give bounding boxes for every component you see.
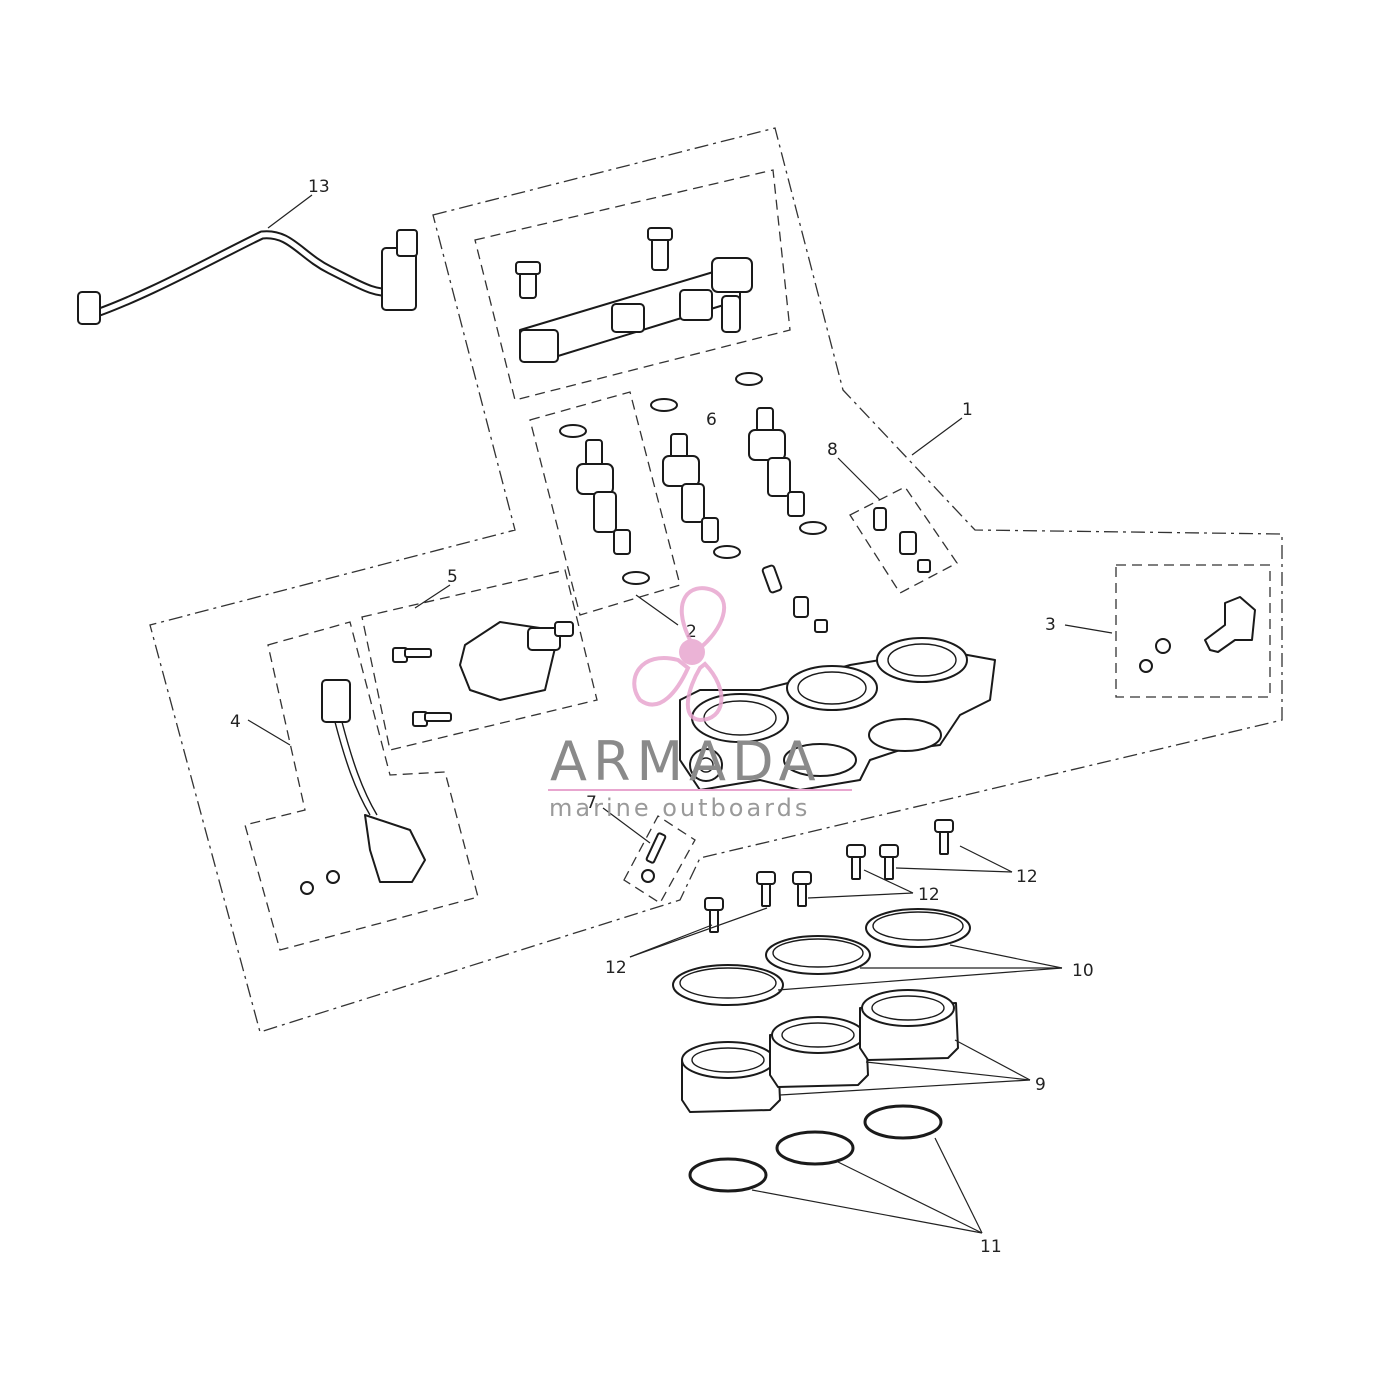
callout-11: 11 [980, 1237, 1002, 1257]
callout-10: 10 [1072, 961, 1094, 981]
callout-labels: 13 1 6 8 5 3 2 4 7 12 12 12 10 9 11 [230, 177, 1094, 1257]
callout-9: 9 [1035, 1075, 1046, 1095]
callout-4: 4 [230, 712, 241, 732]
callout-12-a: 12 [1016, 867, 1038, 887]
callout-5: 5 [447, 567, 458, 587]
fuel-rail-icon [515, 227, 753, 363]
callout-6: 6 [706, 410, 717, 430]
throttle-body-assembly-icon [679, 637, 996, 791]
watermark-subtitle: marine outboards [549, 794, 810, 822]
screws-12 [704, 819, 954, 933]
callout-2: 2 [686, 622, 697, 642]
callout-3: 3 [1045, 615, 1056, 635]
callout-1: 1 [962, 400, 973, 420]
boundary-injectors [529, 391, 681, 616]
boundary-sensor-5 [361, 569, 598, 751]
bracket-kit-3 [1139, 596, 1256, 673]
sensor-5 [392, 621, 574, 727]
callout-12-c: 12 [605, 958, 627, 978]
injector-2 [662, 433, 719, 543]
boundary-kit-8 [849, 486, 958, 594]
callout-13: 13 [308, 177, 330, 197]
callout-7: 7 [586, 793, 597, 813]
fuel-hose-icon [77, 229, 418, 325]
intake-adaptors-9 [681, 989, 959, 1113]
injector-1 [576, 439, 631, 555]
idle-screw-spring [761, 564, 828, 633]
callout-8: 8 [827, 440, 838, 460]
boundary-kit-7 [623, 815, 696, 904]
injector-3 [748, 407, 805, 517]
watermark: ARMADA marine outboards [548, 586, 852, 822]
screw-spring-kit-8 [873, 507, 931, 573]
leader-lines [247, 194, 1113, 1234]
boundary-main [149, 127, 1283, 1033]
fuel-injector-icon [576, 407, 805, 555]
watermark-word: ARMADA [550, 730, 822, 793]
boundary-fuel-rail [474, 169, 791, 401]
intake-seals-11 [688, 1104, 943, 1193]
sensor-4 [300, 679, 426, 895]
propeller-logo-icon [632, 586, 727, 723]
hose-clamps-10 [672, 908, 971, 1006]
o-rings-lower [622, 521, 827, 585]
boundary-sensor-4 [244, 621, 479, 951]
screw-kit-7 [641, 832, 667, 883]
assembly-boundaries [149, 127, 1283, 1033]
boundary-kit-3 [1115, 564, 1271, 698]
callout-12-b: 12 [918, 885, 940, 905]
o-rings-upper [559, 372, 763, 438]
